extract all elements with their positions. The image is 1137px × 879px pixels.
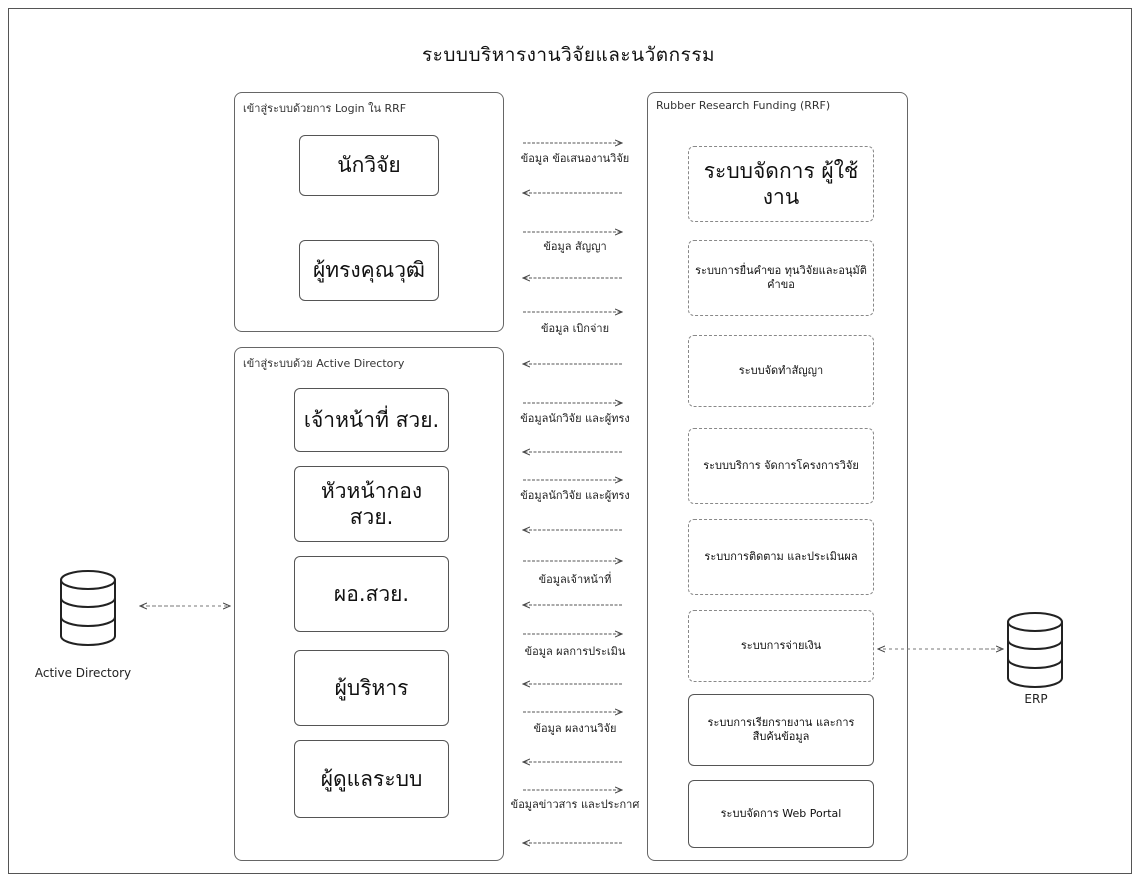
rrf-group-label: Rubber Research Funding (RRF) [656, 99, 831, 112]
ad-group-label: เข้าสู่ระบบด้วย Active Directory [243, 357, 405, 370]
actor-executive: ผู้บริหาร [294, 650, 449, 726]
flow-label-news: ข้อมูลข่าวสาร และประกาศ [510, 798, 640, 811]
active-directory-label: Active Directory [34, 666, 132, 680]
flow-label-evaluation: ข้อมูล ผลการประเมิน [524, 645, 626, 658]
module-payment: ระบบการจ่ายเงิน [688, 610, 874, 682]
actor-expert: ผู้ทรงคุณวุฒิ [299, 240, 439, 301]
flow-label-officers: ข้อมูลเจ้าหน้าที่ [538, 573, 612, 586]
actor-division-head: หัวหน้ากอง สวย. [294, 466, 449, 542]
module-contract: ระบบจัดทำสัญญา [688, 335, 874, 407]
module-user-management: ระบบจัดการ ผู้ใช้งาน [688, 146, 874, 222]
flow-label-disbursement: ข้อมูล เบิกจ่าย [540, 322, 610, 335]
module-project-management: ระบบบริการ จัดการโครงการวิจัย [688, 428, 874, 504]
flow-label-contract: ข้อมูล สัญญา [543, 240, 607, 253]
module-reporting: ระบบการเรียกรายงาน และการสืบค้นข้อมูล [688, 694, 874, 766]
diagram-frame [8, 8, 1132, 874]
flow-label-researchers-2: ข้อมูลนักวิจัย และผู้ทรง [520, 489, 630, 502]
flow-label-proposal: ข้อมูล ข้อเสนองานวิจัย [520, 152, 630, 165]
module-monitoring: ระบบการติดตาม และประเมินผล [688, 519, 874, 595]
actor-director: ผอ.สวย. [294, 556, 449, 632]
diagram-title: ระบบบริหารงานวิจัยและนวัตกรรม [421, 44, 716, 66]
module-web-portal: ระบบจัดการ Web Portal [688, 780, 874, 848]
flow-label-research-output: ข้อมูล ผลงานวิจัย [533, 722, 617, 735]
login-group-label: เข้าสู่ระบบด้วยการ Login ใน RRF [243, 102, 407, 115]
actor-researcher: นักวิจัย [299, 135, 439, 196]
erp-label: ERP [1024, 692, 1048, 706]
flow-label-researchers-1: ข้อมูลนักวิจัย และผู้ทรง [520, 412, 630, 425]
module-grant-application: ระบบการยื่นคำขอ ทุนวิจัยและอนุมัติคำขอ [688, 240, 874, 316]
actor-admin: ผู้ดูแลระบบ [294, 740, 449, 818]
actor-officer: เจ้าหน้าที่ สวย. [294, 388, 449, 452]
